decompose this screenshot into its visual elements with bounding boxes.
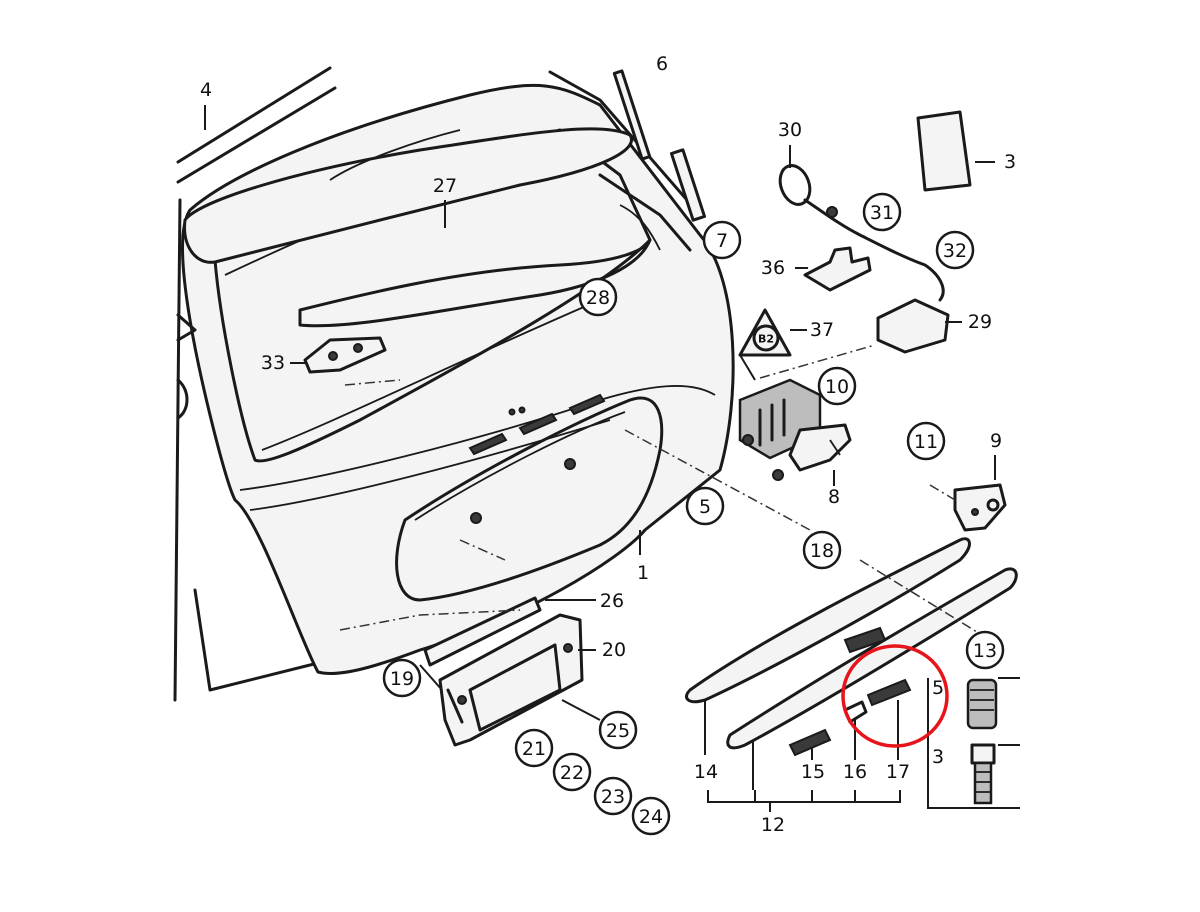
svg-text:23: 23 (601, 786, 625, 808)
tailgate-panel (173, 66, 735, 702)
svg-text:21: 21 (522, 738, 546, 760)
callouts: 5 7 10 11 13 18 19 21 22 23 24 25 28 31 … (382, 192, 1005, 836)
svg-text:5: 5 (699, 496, 711, 518)
svg-text:24: 24 (639, 806, 663, 828)
lock-mechanism-part-10 (738, 378, 852, 481)
callout-31: 31 (862, 192, 902, 232)
highlight-circle (841, 644, 949, 748)
cable-part-30 (778, 164, 945, 302)
warning-sign-text: B2 (758, 333, 774, 346)
svg-text:13: 13 (973, 640, 997, 662)
callout-21: 21 (514, 728, 554, 768)
svg-text:22: 22 (560, 762, 584, 784)
label-1: 1 (637, 562, 649, 584)
callout-23: 23 (593, 776, 633, 816)
license-plate-holder-part-20 (438, 613, 584, 747)
label-33: 33 (261, 352, 285, 374)
callout-22: 22 (552, 752, 592, 792)
label-15: 15 (801, 761, 825, 783)
svg-text:19: 19 (390, 668, 414, 690)
label-30: 30 (778, 119, 802, 141)
svg-text:28: 28 (586, 287, 610, 309)
label-3-top: 3 (1004, 151, 1016, 173)
gas-strut (612, 69, 707, 222)
label-9: 9 (990, 430, 1002, 452)
module-part-29 (876, 298, 950, 354)
trim-bar-assembly (685, 537, 1018, 757)
callout-28: 28 (578, 277, 618, 317)
label-17: 17 (886, 761, 910, 783)
svg-text:32: 32 (943, 240, 967, 262)
svg-text:18: 18 (810, 540, 834, 562)
label-6: 6 (656, 53, 668, 75)
callout-24: 24 (631, 796, 671, 836)
label-29: 29 (968, 311, 992, 333)
callout-13: 13 (965, 630, 1005, 670)
label-20: 20 (602, 639, 626, 661)
label-3-bottom: 3 (932, 746, 944, 768)
svg-text:31: 31 (870, 202, 894, 224)
label-37: 37 (810, 319, 834, 341)
leader-lines (204, 105, 996, 812)
bracket-part-36 (803, 246, 872, 292)
warning-sign-part-37: B2 (738, 308, 792, 357)
label-5-bolt: 5 (932, 677, 944, 699)
label-27: 27 (433, 175, 457, 197)
hinge-part-9 (953, 483, 1007, 532)
callout-5: 5 (685, 486, 725, 526)
svg-text:25: 25 (606, 720, 630, 742)
callout-25: 25 (598, 710, 638, 750)
fasteners-part-13 (927, 677, 1020, 809)
label-4: 4 (200, 79, 212, 101)
svg-text:10: 10 (825, 376, 849, 398)
label-26: 26 (600, 590, 624, 612)
callout-18: 18 (802, 530, 842, 570)
svg-text:7: 7 (716, 230, 728, 252)
strip-part-26 (423, 596, 542, 667)
callout-10: 10 (817, 366, 857, 406)
label-16: 16 (843, 761, 867, 783)
bracket-part-33 (303, 336, 387, 374)
labels: 1 3 3 4 5 6 8 9 12 14 15 16 17 20 26 27 … (200, 53, 1016, 836)
callout-7: 7 (702, 220, 742, 260)
svg-text:11: 11 (914, 431, 938, 453)
callout-32: 32 (935, 230, 975, 270)
label-14: 14 (694, 761, 718, 783)
callout-19: 19 (382, 658, 422, 698)
label-12: 12 (761, 814, 785, 836)
pad-part-3 (916, 110, 972, 192)
assembly-lines (339, 344, 991, 641)
callout-11: 11 (906, 421, 946, 461)
label-8: 8 (828, 486, 840, 508)
label-36: 36 (761, 257, 785, 279)
